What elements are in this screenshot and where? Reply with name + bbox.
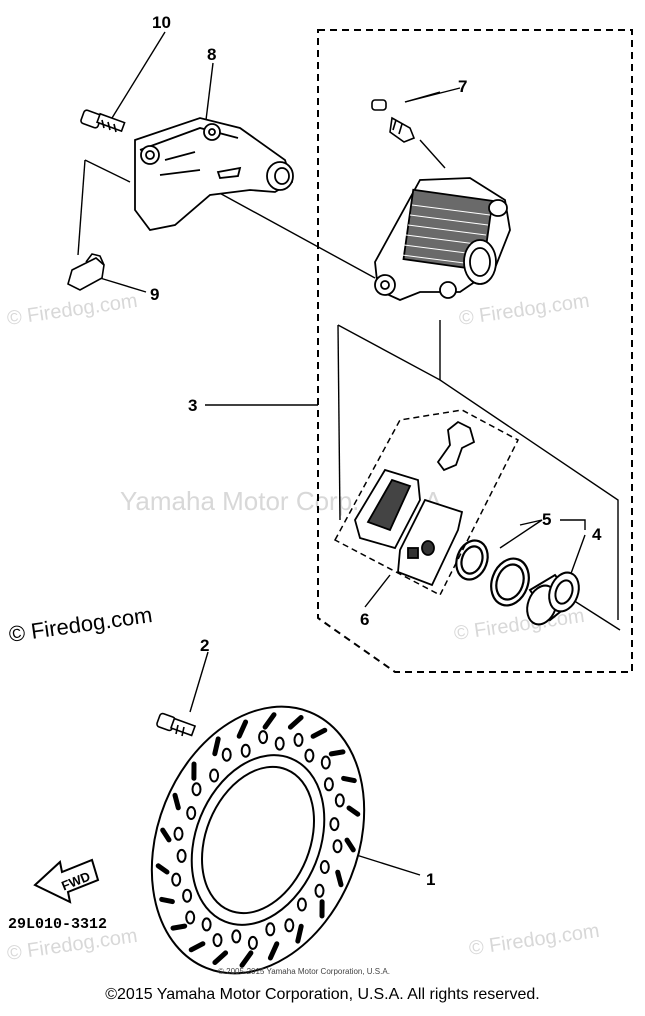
caliper-bracket-part-8	[134, 117, 294, 231]
disc-slot	[170, 923, 188, 931]
disc-slot	[262, 712, 277, 730]
disc-hole	[265, 922, 276, 937]
disc-slot	[212, 736, 221, 757]
bleed-screw-part-7	[371, 99, 416, 143]
callout-10: 10	[152, 13, 171, 32]
disc-slot	[335, 869, 344, 888]
watermark-firedog-2: © Firedog.com	[458, 290, 591, 330]
disc-hole	[329, 817, 340, 832]
disc-hole	[319, 860, 330, 874]
callout-6: 6	[360, 610, 369, 629]
disc-hole	[320, 755, 331, 770]
caliper-assembly-box	[317, 29, 633, 673]
callout-9: 9	[150, 285, 159, 304]
brake-pads-part-6	[354, 420, 476, 587]
brake-disc-part-1	[150, 705, 366, 975]
piston-part-4	[526, 571, 580, 626]
disc-hole	[304, 748, 315, 763]
disc-slot	[328, 749, 346, 757]
disc-hole	[332, 839, 343, 854]
disc-hole	[201, 917, 212, 932]
disc-hole	[171, 872, 182, 887]
disc-slot	[239, 950, 254, 968]
pad-set-box	[333, 409, 519, 597]
disc-slot	[295, 923, 304, 944]
disc-slot	[267, 941, 280, 961]
disc-hole	[212, 933, 223, 948]
disc-hole	[221, 747, 232, 762]
callout-8: 8	[207, 45, 216, 64]
brake-diagram: © Firedog.com © Firedog.com Yamaha Motor…	[6, 13, 633, 976]
caliper-body	[374, 177, 511, 301]
disc-slots	[155, 712, 361, 968]
disc-slot	[159, 896, 175, 905]
disc-hole	[258, 730, 269, 745]
piston-seals-part-5	[455, 539, 530, 607]
disc-hole	[284, 918, 295, 933]
disc-slot	[172, 792, 181, 811]
watermark-firedog-3: © Firedog.com	[7, 602, 154, 647]
disc-hole	[185, 910, 196, 925]
disc-hole	[240, 743, 251, 758]
disc-hole	[274, 736, 285, 751]
disc-slot	[287, 715, 304, 730]
watermark-firedog-6: © Firedog.com	[468, 920, 601, 960]
disc-hole	[247, 935, 258, 950]
disc-hole	[186, 806, 197, 820]
callout-5: 5	[542, 510, 551, 529]
disc-hole	[191, 782, 202, 797]
clip-part-9	[67, 253, 105, 291]
footer-copyright: ©2015 Yamaha Motor Corporation, U.S.A. A…	[105, 986, 540, 1003]
disc-slot	[310, 727, 328, 739]
disc-bolt-part-2	[156, 712, 197, 737]
callout-labels: 10 8 7 9 3 5 4 6 2 1	[150, 13, 602, 889]
callout-4: 4	[592, 525, 602, 544]
disc-slot	[346, 805, 361, 817]
callout-2: 2	[200, 636, 209, 655]
bolt-part-10	[80, 109, 126, 133]
small-copyright: © 2005-2015 Yamaha Motor Corporation, U.…	[218, 967, 390, 976]
disc-hole	[293, 732, 304, 747]
disc-hole	[176, 848, 187, 863]
disc-hole	[334, 793, 345, 808]
callout-3: 3	[188, 396, 197, 415]
disc-hole	[173, 826, 184, 841]
disc-holes	[171, 730, 345, 950]
disc-slot	[188, 941, 206, 953]
callout-1: 1	[426, 870, 435, 889]
disc-slot	[236, 719, 249, 739]
disc-hole	[182, 888, 193, 903]
disc-hole	[314, 883, 325, 898]
callout-7: 7	[458, 77, 467, 96]
disc-slot	[344, 837, 356, 853]
fwd-arrow: FWD	[33, 858, 100, 904]
part-code: 29L010-3312	[8, 916, 107, 933]
disc-hole	[231, 929, 242, 944]
disc-slot	[155, 863, 170, 875]
disc-slot	[341, 775, 357, 784]
disc-hole	[323, 777, 334, 792]
disc-slot	[212, 950, 229, 965]
watermark-firedog-1: © Firedog.com	[6, 290, 139, 330]
disc-slot	[160, 827, 172, 843]
disc-hole	[296, 897, 307, 912]
disc-hole	[209, 768, 220, 783]
